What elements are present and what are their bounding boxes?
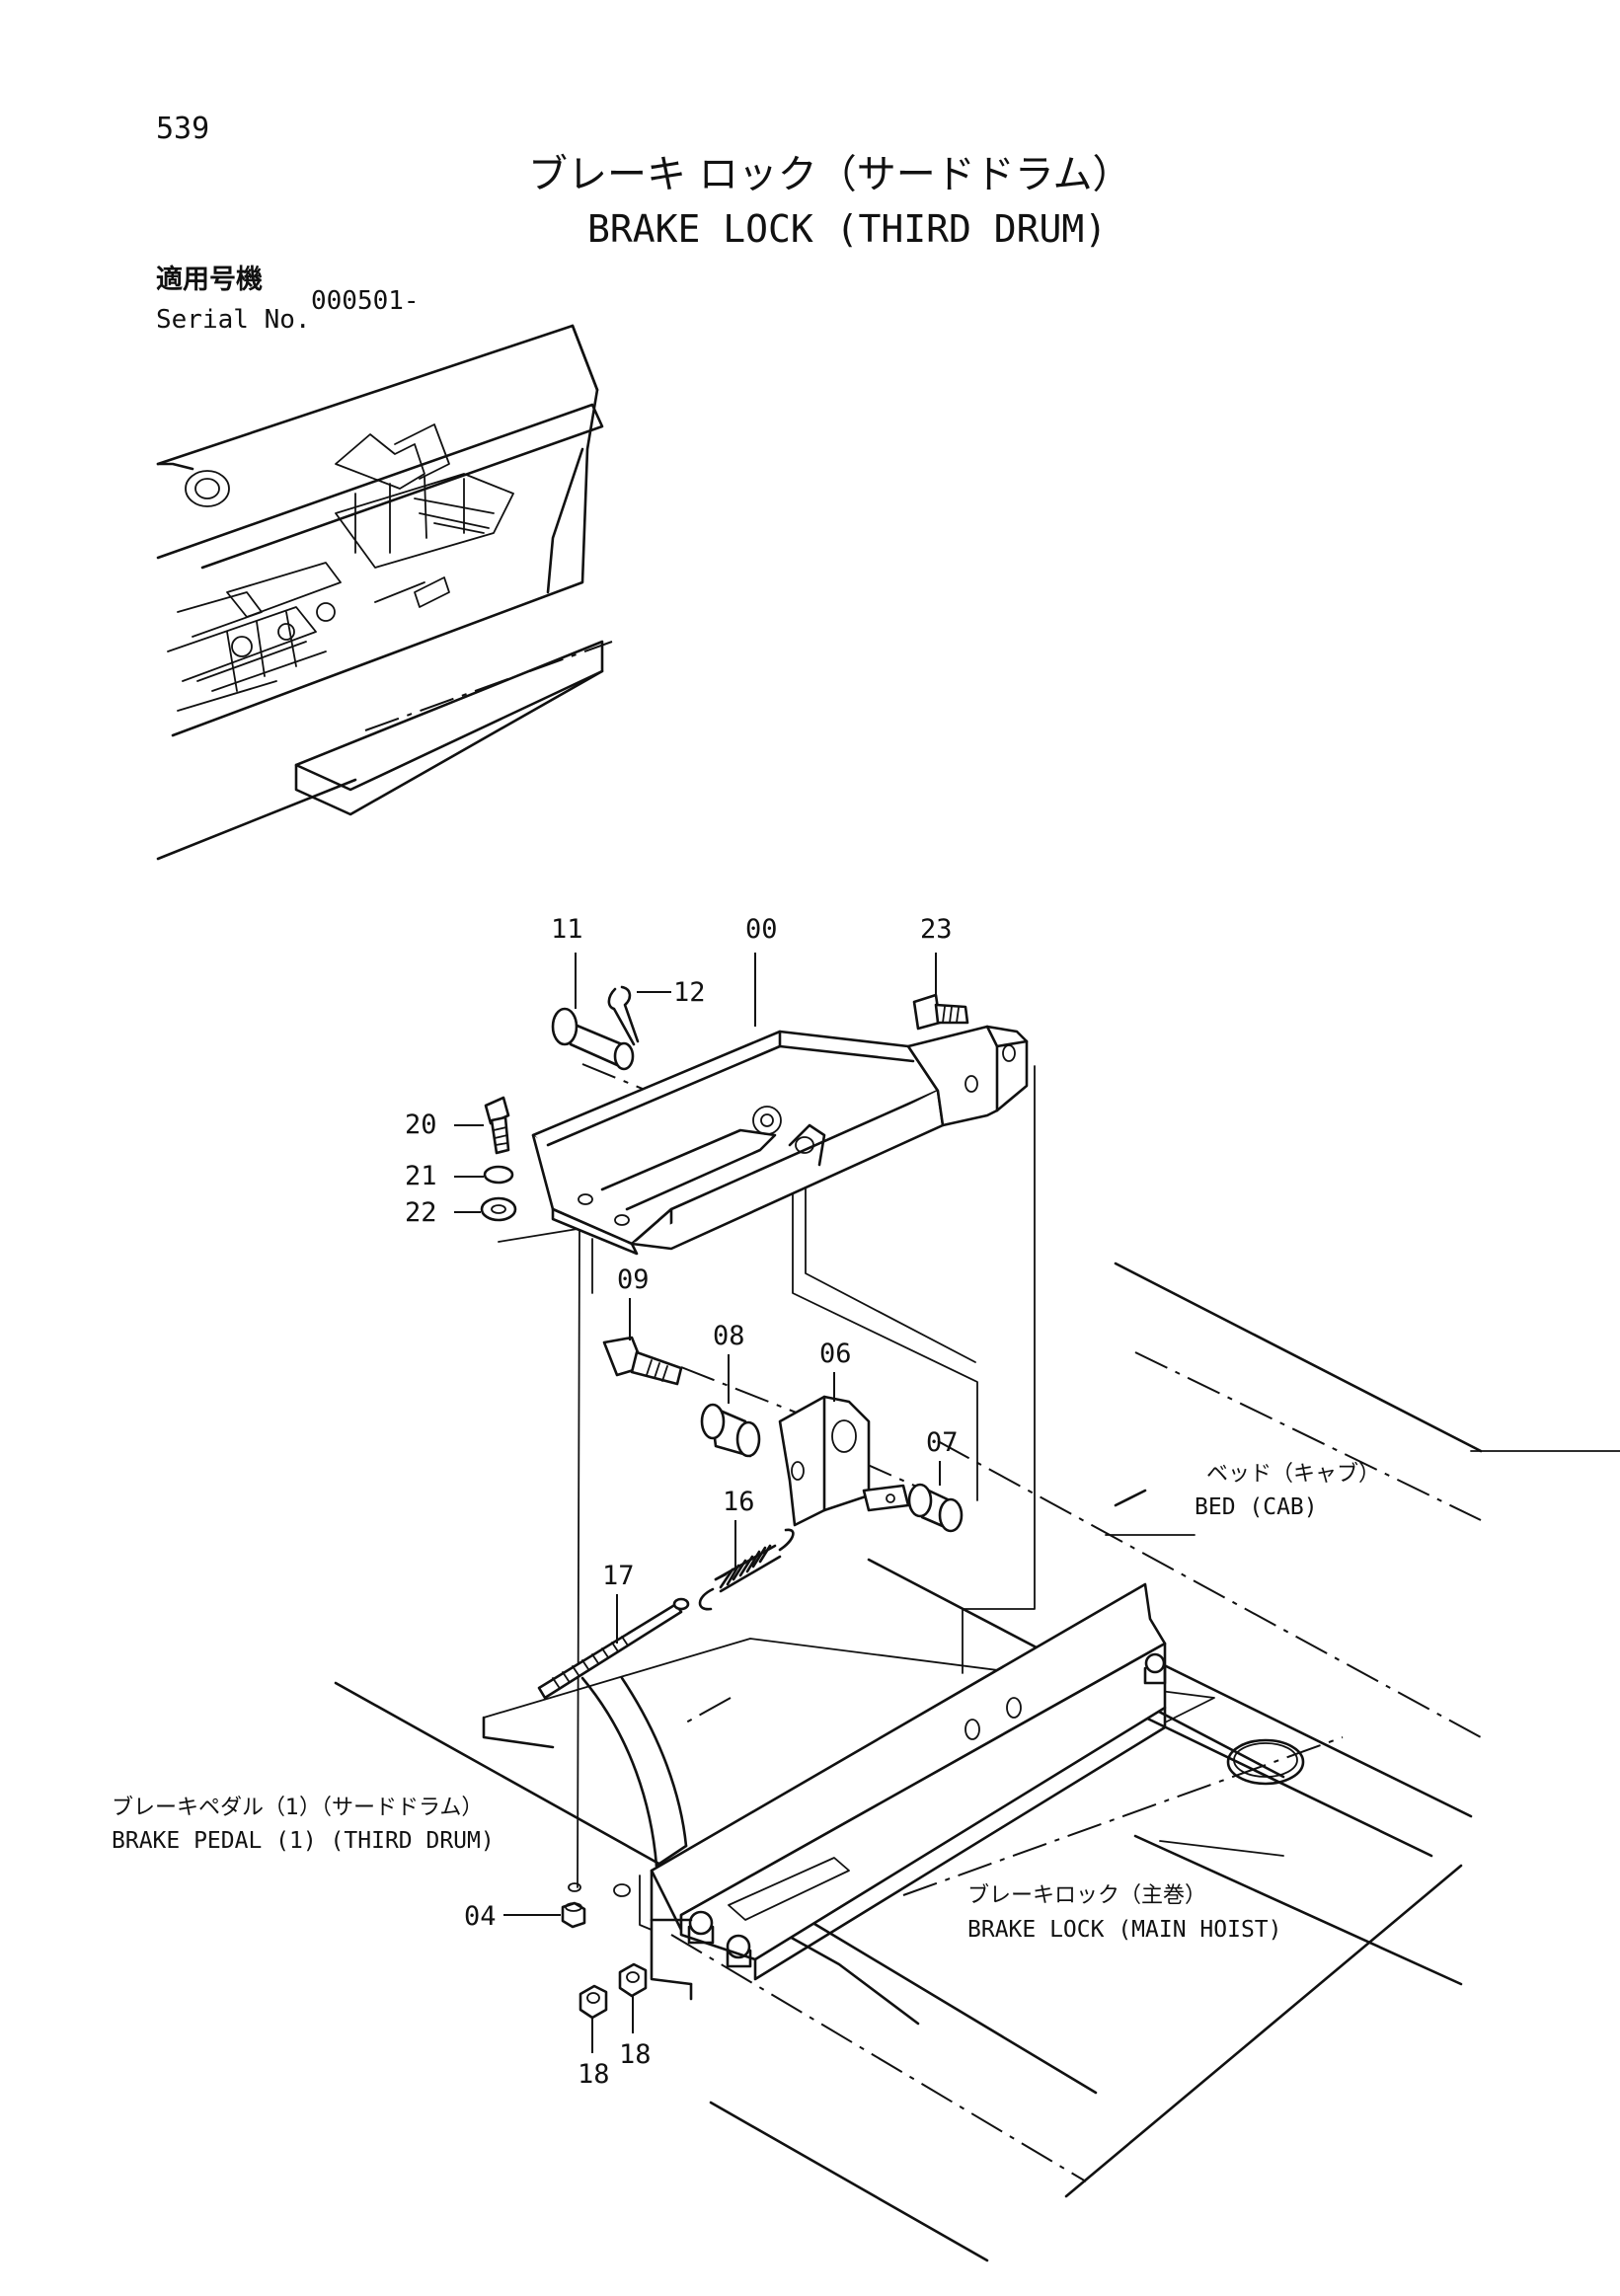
callout-11: 11 bbox=[551, 914, 583, 945]
part-17-threaded-rod bbox=[537, 1597, 690, 1700]
callout-06: 06 bbox=[819, 1339, 852, 1369]
brake-pedal-label-japanese: ブレーキペダル（1）（サードドラム） bbox=[112, 1796, 483, 1820]
callout-17: 17 bbox=[602, 1561, 635, 1591]
callout-21: 21 bbox=[405, 1161, 437, 1191]
part-11-pin bbox=[551, 1007, 635, 1071]
callout-16: 16 bbox=[723, 1487, 755, 1517]
callout-09: 09 bbox=[617, 1264, 650, 1295]
reference-annotations: ベッド（キャブ） BED (CAB) ブレーキペダル（1）（サードドラム） BR… bbox=[112, 1462, 1380, 1943]
bed-cab-label-english: BED (CAB) bbox=[1195, 1494, 1318, 1520]
bed-frame-lines bbox=[334, 1262, 1620, 2262]
callout-07: 07 bbox=[926, 1427, 959, 1458]
main-hoist-lock-label-japanese: ブレーキロック（主巻） bbox=[967, 1883, 1206, 1908]
part-16-spring bbox=[698, 1528, 795, 1611]
title-english: BRAKE LOCK (THIRD DRUM) bbox=[587, 207, 1107, 251]
part-04-nut bbox=[561, 1882, 586, 1929]
callout-04: 04 bbox=[464, 1901, 497, 1932]
callout-18-lower: 18 bbox=[578, 2059, 610, 2090]
part-18-nut-left bbox=[579, 1984, 608, 2020]
callout-23: 23 bbox=[920, 914, 953, 945]
bed-cab-label-japanese: ベッド（キャブ） bbox=[1206, 1462, 1380, 1487]
main-hoist-brake-lock-assembly bbox=[482, 1582, 1215, 2001]
assembly-guide-lines bbox=[498, 1063, 1036, 1931]
part-18-nut-right bbox=[618, 1962, 648, 1998]
part-07-bushing bbox=[907, 1483, 964, 1533]
callout-08: 08 bbox=[713, 1321, 745, 1351]
part-23-bolt bbox=[912, 993, 969, 1031]
serial-number-value: 000501- bbox=[311, 286, 420, 316]
part-12-cotter-pin bbox=[607, 985, 640, 1046]
callout-20: 20 bbox=[405, 1110, 437, 1140]
callout-22: 22 bbox=[405, 1197, 437, 1228]
title-japanese: ブレーキ ロック（サードドラム） bbox=[528, 152, 1132, 197]
callout-labels: 11 12 00 23 20 21 22 09 08 06 07 16 17 0… bbox=[405, 914, 959, 2090]
part-22-washer bbox=[480, 1196, 517, 1222]
callout-00: 00 bbox=[745, 914, 778, 945]
part-09-bolt bbox=[602, 1336, 683, 1386]
page-number: 539 bbox=[156, 112, 209, 146]
callout-18-upper: 18 bbox=[619, 2039, 652, 2070]
part-20-bolt bbox=[484, 1096, 510, 1155]
callout-leader-lines bbox=[454, 953, 941, 2053]
callout-12: 12 bbox=[673, 977, 706, 1008]
part-06-pivot-bracket bbox=[778, 1395, 910, 1527]
serial-label-japanese: 適用号機 bbox=[156, 264, 263, 295]
brake-pedal-label-english: BRAKE PEDAL (1) (THIRD DRUM) bbox=[112, 1828, 495, 1854]
main-hoist-lock-label-english: BRAKE LOCK (MAIN HOIST) bbox=[967, 1917, 1282, 1943]
serial-label-english: Serial No. bbox=[156, 305, 311, 335]
part-00-bracket bbox=[531, 1025, 1029, 1256]
part-21-lock-washer bbox=[483, 1165, 514, 1185]
locator-view bbox=[156, 324, 613, 861]
part-08-bushing bbox=[700, 1403, 761, 1458]
